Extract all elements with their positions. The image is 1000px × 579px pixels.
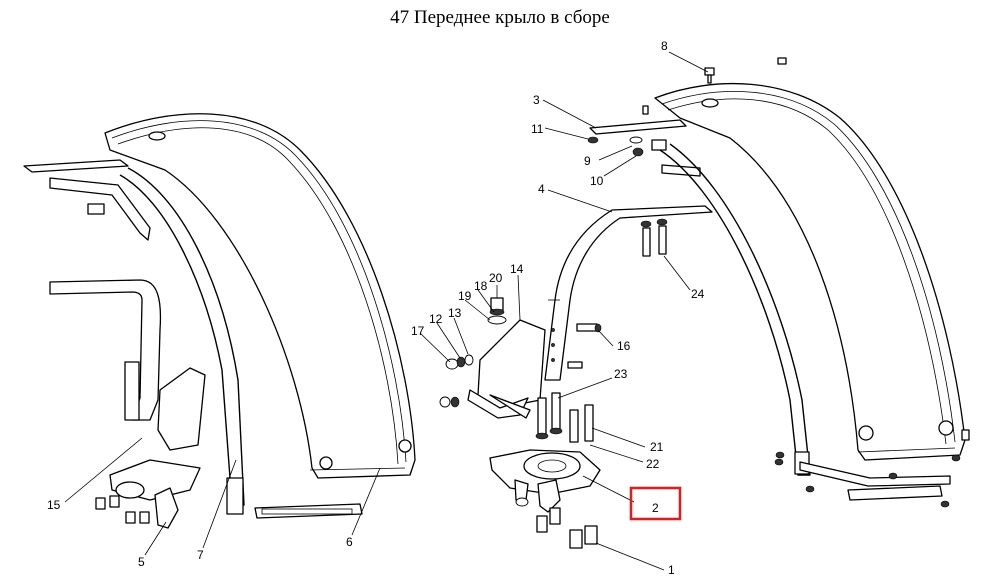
callout-24: 24 [691, 287, 705, 301]
diagram-title: 47 Переднее крыло в сборе [390, 7, 610, 28]
left-bottom-plate [254, 503, 363, 519]
left-support-bracket [49, 279, 206, 451]
left-top-plates [23, 159, 151, 241]
bolt-16 [567, 323, 602, 369]
callout-13: 13 [448, 306, 462, 320]
callout-14: 14 [510, 262, 524, 276]
center-bolts [535, 392, 594, 443]
bolt-washer-stack-18-20 [487, 297, 507, 325]
callout-labels: 1 2 3 4 5 6 7 8 9 10 11 12 13 14 15 16 1… [47, 39, 705, 577]
callout-8: 8 [661, 39, 668, 53]
callout-9: 9 [584, 154, 591, 168]
callout-23: 23 [614, 367, 628, 381]
leader-lines [64, 51, 709, 571]
callout-2: 2 [652, 501, 659, 515]
callout-16: 16 [617, 339, 631, 353]
top-plate-and-fasteners [587, 67, 715, 177]
callout-19: 19 [458, 289, 472, 303]
callout-15: 15 [47, 498, 61, 512]
right-fasteners [774, 429, 970, 508]
left-fender-shell [104, 113, 416, 479]
bushings [536, 507, 598, 549]
curved-support-arm [544, 205, 713, 381]
callout-20: 20 [489, 271, 503, 285]
callout-2-highlight-box [629, 486, 682, 521]
callout-11: 11 [531, 122, 544, 136]
callout-1: 1 [668, 563, 675, 577]
left-mounting-base [95, 459, 201, 529]
callout-5: 5 [138, 555, 145, 569]
callout-7: 7 [197, 548, 204, 562]
right-fender-shell [654, 57, 966, 461]
right-bottom-plate [799, 461, 951, 501]
callout-10: 10 [590, 174, 604, 188]
left-fender-side-strip [119, 167, 245, 515]
upper-mounting-bracket [467, 319, 546, 419]
bolts-24 [640, 218, 668, 257]
callout-22: 22 [646, 457, 660, 471]
pivot-base-assembly [489, 449, 601, 513]
callout-3: 3 [533, 93, 540, 107]
callout-18: 18 [474, 279, 488, 293]
callout-4: 4 [538, 182, 545, 196]
callout-17: 17 [411, 324, 425, 338]
callout-6: 6 [346, 535, 353, 549]
callout-21: 21 [650, 440, 664, 454]
callout-12: 12 [429, 312, 443, 326]
